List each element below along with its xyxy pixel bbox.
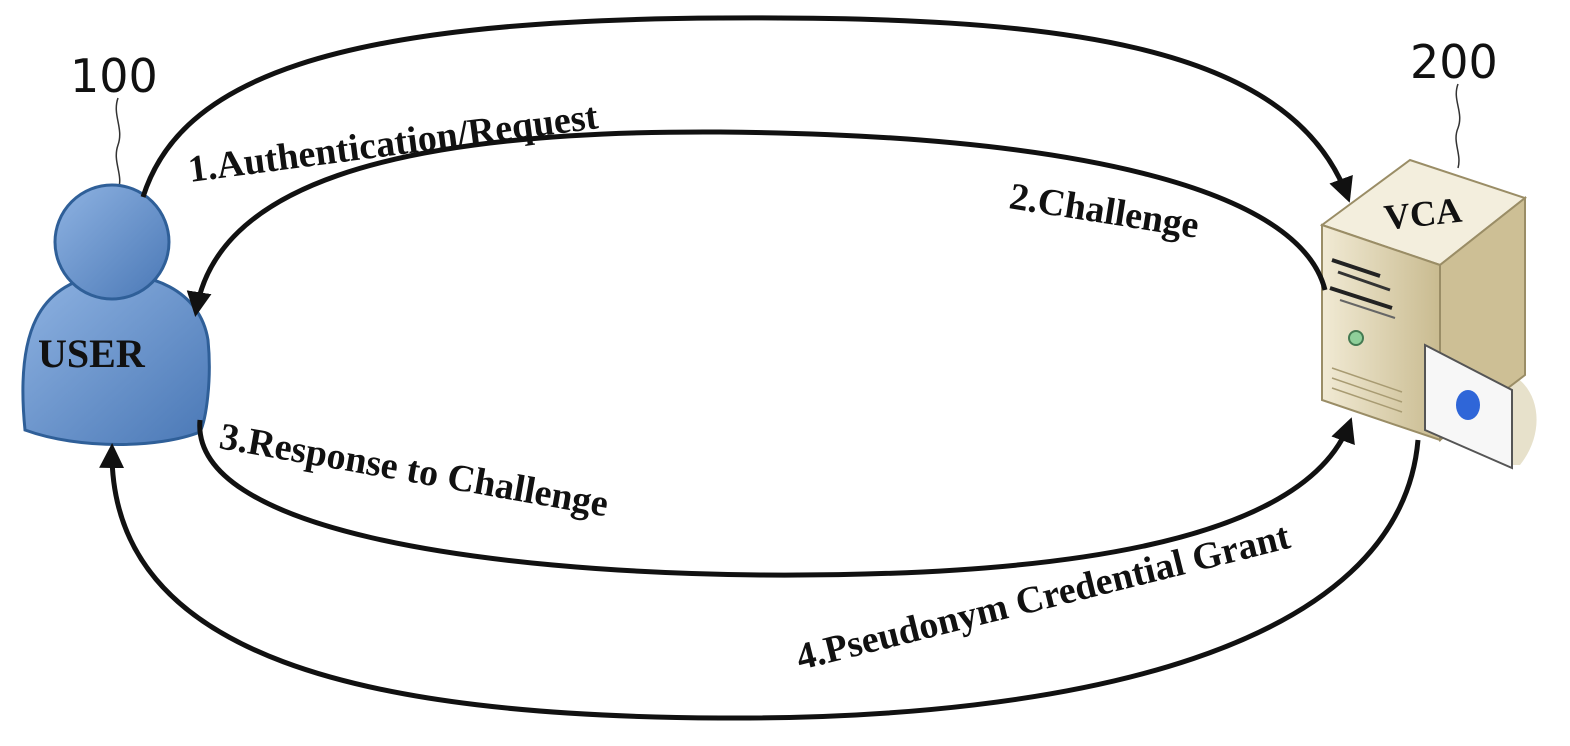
user-head — [55, 185, 169, 299]
vca-label: VCA — [1382, 190, 1464, 238]
vca-card-dot — [1456, 390, 1480, 420]
user-figure: USER — [23, 185, 209, 445]
user-ref-number: 100 — [70, 49, 158, 103]
vca-leader-line — [1456, 84, 1460, 168]
vca-server: VCA — [1322, 160, 1537, 468]
step-4-label: 4.Pseudonym Credential Grant — [792, 515, 1294, 678]
step-2-label: 2.Challenge — [1007, 175, 1202, 246]
step-1-label: 1.Authentication/Request — [186, 95, 601, 191]
arrow-4-pseudonym-credential-grant — [112, 440, 1418, 718]
user-label: USER — [38, 331, 146, 376]
vca-power-led — [1349, 331, 1363, 345]
user-leader-line — [116, 98, 119, 190]
vca-ref-number: 200 — [1410, 35, 1498, 89]
